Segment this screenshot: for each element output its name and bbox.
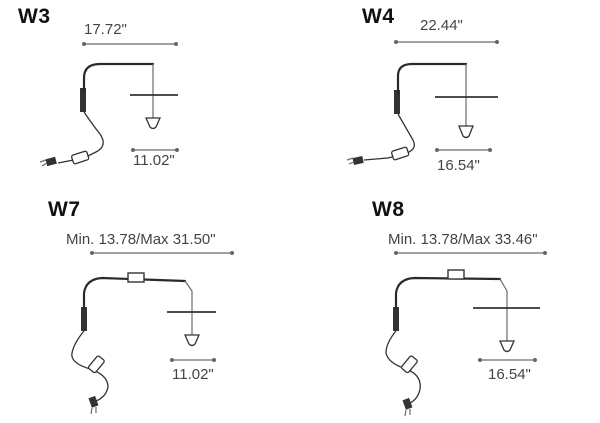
plug-icon — [88, 395, 99, 408]
wall-lamp-icon — [385, 251, 547, 417]
wall-lamp-icon — [71, 251, 234, 415]
wall-mount-icon — [80, 88, 86, 112]
wall-lamp-icon — [346, 40, 499, 165]
reach-dimension: 22.44" — [420, 17, 463, 34]
reach-dimension: Min. 13.78/Max 31.50" — [66, 231, 216, 248]
telescoping-joint-icon — [127, 272, 145, 283]
bulb-icon — [498, 340, 516, 353]
model-label: W3 — [18, 5, 51, 28]
reach-dimension: Min. 13.78/Max 33.46" — [388, 231, 538, 248]
switch-icon — [391, 146, 410, 161]
plug-icon — [45, 156, 57, 167]
wall-mount-icon — [393, 307, 399, 331]
bulb-icon — [458, 125, 474, 139]
wall-mount-icon — [394, 90, 400, 114]
switch-icon — [400, 355, 418, 374]
switch-icon — [71, 150, 90, 165]
telescoping-joint-icon — [447, 269, 465, 280]
lamp-panel-w8: W8 Min. 13.78/Max 33.46" 16.54" — [300, 198, 600, 422]
switch-icon — [87, 355, 105, 374]
shade-dimension: 16.54" — [488, 366, 531, 383]
lamp-panel-w7: W7 Min. 13.78/Max 31.50" 11.02" — [0, 198, 300, 422]
lamp-panel-w3: W3 17.72" 11.02" — [0, 0, 300, 211]
shade-dimension: 16.54" — [437, 157, 480, 174]
shade-dimension: 11.02" — [172, 366, 214, 383]
reach-dimension: 17.72" — [84, 21, 127, 38]
bulb-icon — [183, 334, 201, 347]
shade-dimension: 11.02" — [133, 152, 175, 169]
plug-icon — [352, 156, 364, 165]
model-label: W7 — [48, 198, 81, 221]
model-label: W8 — [372, 198, 405, 221]
plug-icon — [402, 397, 413, 410]
model-label: W4 — [362, 5, 395, 28]
bulb-icon — [144, 117, 162, 130]
lamp-panel-w4: W4 22.44" 16.54" — [300, 0, 600, 211]
wall-mount-icon — [81, 307, 87, 331]
wall-lamp-icon — [39, 42, 179, 167]
